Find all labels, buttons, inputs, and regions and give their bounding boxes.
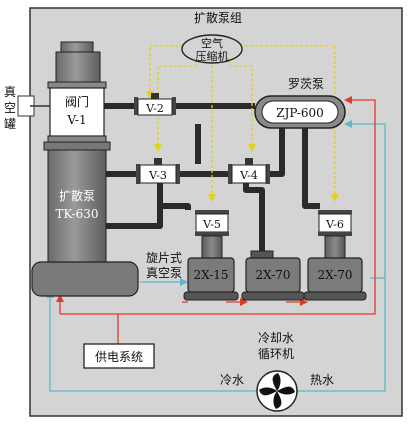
v6-neck: [324, 235, 346, 259]
chiller-label-2: 循环机: [258, 347, 294, 361]
v5-neck: [201, 235, 223, 259]
valve-v2: [134, 93, 176, 116]
hot-water-label: 热水: [310, 373, 334, 387]
air-line-v2: [146, 45, 183, 99]
v3-flange-left: [136, 164, 140, 184]
air-line-v6: [240, 45, 339, 202]
power-supply-label: 供电系统: [95, 350, 143, 364]
v4-actuator: [245, 158, 253, 165]
roots-pump-plate: [261, 100, 339, 124]
power-lines: [56, 96, 376, 344]
v2-actuator: [151, 93, 159, 99]
diagram-title: 扩散泵组: [194, 10, 242, 25]
power-main-bus: [60, 96, 376, 315]
v2-flange-left: [134, 97, 138, 115]
cold-water-label: 冷水: [220, 373, 244, 387]
rotary-pump-1: [183, 257, 239, 301]
main-valve-label-2: V-1: [66, 113, 86, 127]
v4-flange-left: [228, 164, 232, 184]
diffusion-pump-label-2: TK-630: [55, 207, 98, 221]
main-valve: [49, 87, 105, 137]
chiller-label-1: 冷却水: [258, 331, 294, 345]
pipe-v3-v5: [157, 192, 191, 210]
rotary-pump-2-label: 2X-70: [255, 268, 290, 282]
flange-mid: [47, 135, 107, 143]
vacuum-tank-label-2: 空: [4, 101, 16, 115]
pump2-neck: [250, 250, 274, 259]
valve-v4-label: V-4: [239, 169, 258, 182]
valve-v5: [195, 210, 229, 259]
flange-lower: [43, 141, 111, 151]
valve-v5-label: V-5: [202, 218, 221, 231]
air-line-v4: [229, 60, 256, 152]
flange-top: [47, 81, 107, 89]
valve-v2-label: V-2: [145, 102, 164, 115]
v3-actuator: [154, 158, 162, 165]
fan-blade-3: [273, 391, 282, 409]
cooling-lines: [46, 120, 386, 392]
pipe-v4-roots: [270, 124, 285, 177]
vacuum-tank-label-1: 真: [4, 85, 16, 99]
v5-flange-bottom: [195, 232, 229, 236]
v5-flange-top: [195, 210, 229, 214]
diffusion-pump-base: [31, 261, 139, 297]
pump3-base: [303, 291, 367, 301]
column-cap: [60, 41, 94, 53]
roots-pump-model: ZJP-600: [276, 106, 324, 120]
valve-v6-label: V-6: [325, 218, 344, 231]
pump1-base: [183, 291, 239, 301]
cooling-return-roots: [296, 120, 386, 392]
v6-flange-top: [318, 210, 352, 214]
v4-flange-right: [266, 164, 270, 184]
rotary-pump-3: [303, 257, 367, 301]
fan-blade-2: [277, 386, 295, 395]
roots-pump-label: 罗茨泵: [288, 77, 324, 91]
pump2-base: [241, 291, 305, 301]
pipe-dp-lower: [104, 174, 163, 229]
rotary-pump-2: [241, 250, 305, 301]
rotary-pump-label-2: 真空泵: [146, 266, 182, 280]
valve-v3: [136, 158, 180, 184]
valve-v4: [228, 158, 270, 184]
v2-flange-right: [172, 97, 176, 115]
rotary-pump-1-label: 2X-15: [193, 268, 228, 282]
fan-blade-1: [272, 373, 281, 391]
cooling-supply-dp: [46, 290, 258, 392]
diffusion-pump-body: [47, 149, 107, 263]
fan-icon: [259, 373, 295, 409]
v3-flange-right: [176, 164, 180, 184]
fan-blade-4: [259, 387, 277, 396]
column-top: [55, 51, 101, 83]
diffusion-pump-column: [31, 41, 139, 297]
diffusion-pump-label-1: 扩散泵: [59, 188, 95, 203]
rotary-pump-3-label: 2X-70: [317, 268, 352, 282]
valve-v3-label: V-3: [148, 169, 167, 182]
v6-flange-bottom: [318, 232, 352, 236]
main-valve-label-1: 阀门: [65, 94, 89, 109]
air-compressor-label-2: 压缩机: [196, 49, 229, 63]
power-supply-box: [83, 343, 155, 369]
rotary-pump-label-1: 旋片式: [146, 251, 182, 265]
air-compressor: [181, 34, 243, 64]
air-compressor-label-1: 空气: [201, 36, 223, 50]
vacuum-tank-label-3: 罐: [4, 117, 16, 131]
